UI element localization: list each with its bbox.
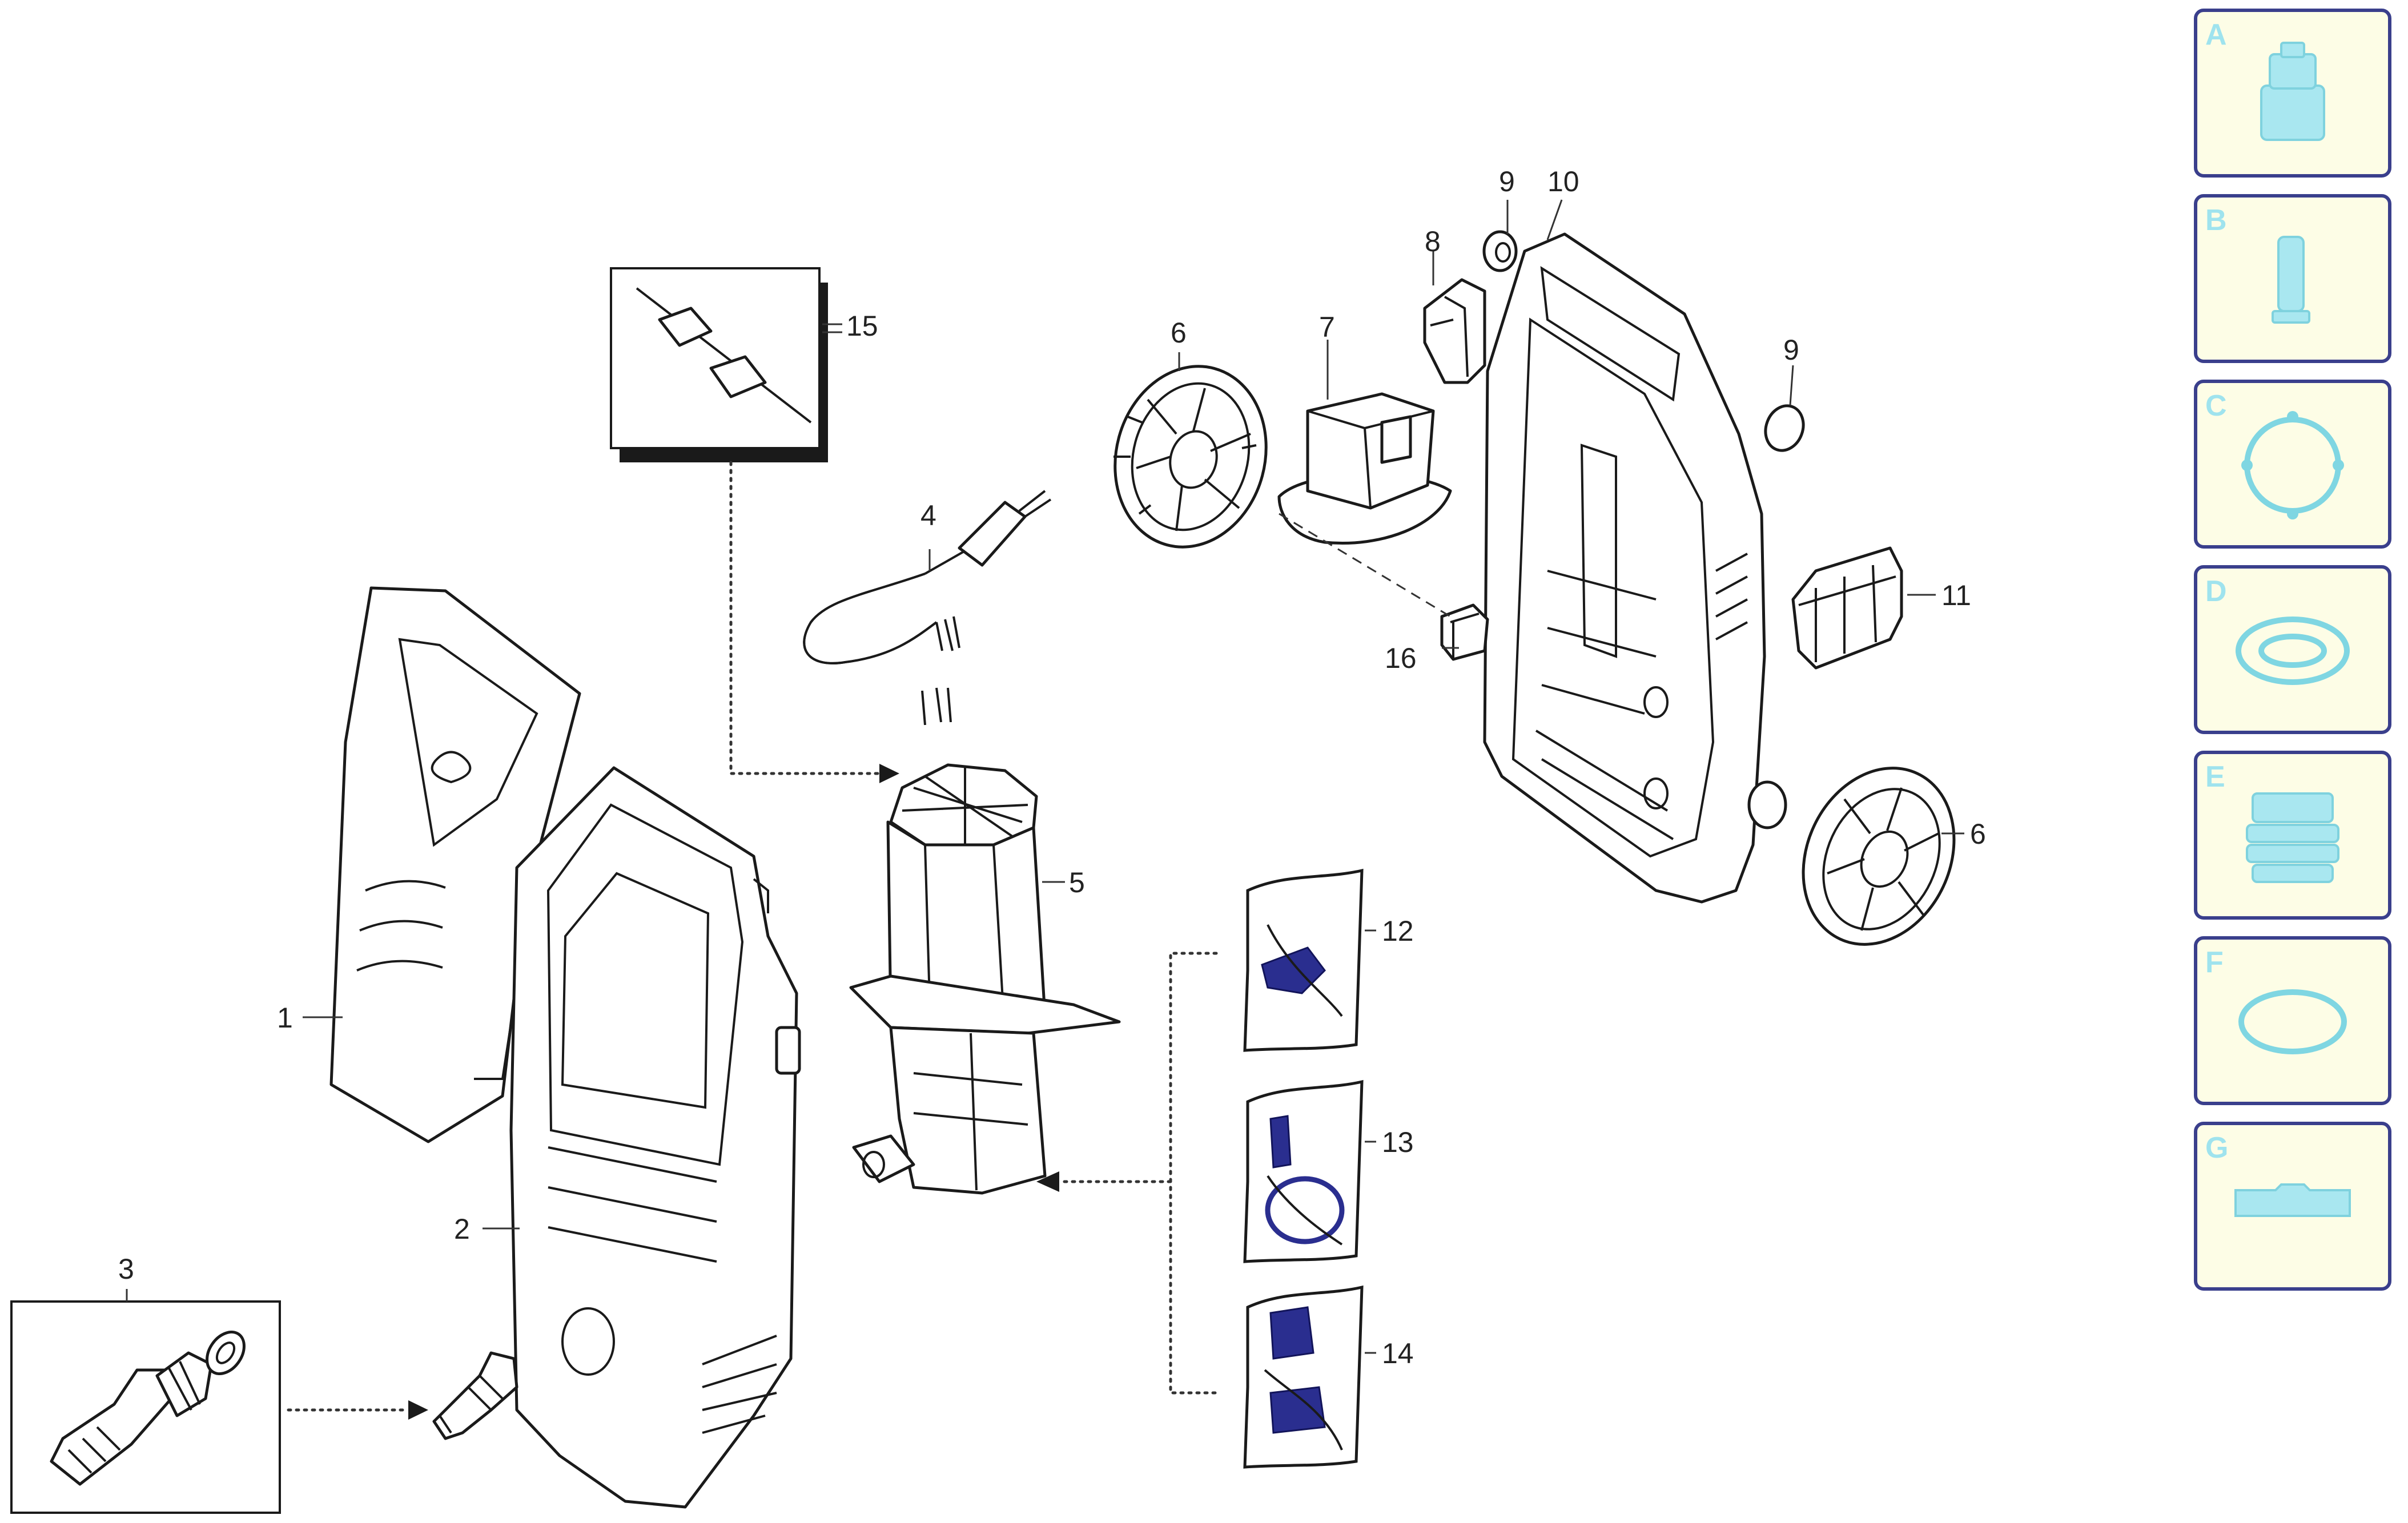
key-letter-e: E — [2205, 760, 2225, 793]
callout-6-upper: 6 — [1171, 317, 1187, 349]
nozzle-icon — [2260, 42, 2325, 141]
seal-washer-icon — [2236, 617, 2350, 685]
callout-13: 13 — [1382, 1126, 1414, 1158]
key-letter-f: F — [2205, 946, 2224, 979]
o-ring-icon — [2241, 411, 2344, 519]
key-box-a[interactable]: A — [2194, 9, 2391, 178]
callout-10: 10 — [1547, 166, 1579, 198]
part-12-kit-bag[interactable] — [1243, 868, 1364, 1052]
callout-numbers: 1 2 3 4 5 6 6 7 8 9 9 10 11 12 13 14 15 … — [118, 166, 1986, 1369]
callout-6-lower: 6 — [1970, 818, 1986, 850]
part-3-hose-connector-inset[interactable] — [10, 1300, 281, 1514]
callout-15: 15 — [846, 310, 878, 342]
callout-9-right: 9 — [1783, 334, 1799, 366]
oval-gasket-icon — [2238, 989, 2347, 1054]
part-15-carbon-brushes-inset[interactable] — [610, 267, 828, 462]
part-14-kit-bag[interactable] — [1243, 1285, 1364, 1469]
key-letter-b: B — [2205, 204, 2227, 237]
filter-cartridge-icon — [2272, 236, 2310, 324]
key-box-g[interactable]: G — [2194, 1122, 2391, 1291]
part-6-wheel-upper[interactable] — [1095, 349, 1286, 564]
key-box-b[interactable]: B — [2194, 194, 2391, 363]
part-11-spring-clip[interactable] — [1791, 546, 1903, 670]
parts-key-panel: A B C — [2194, 9, 2391, 1291]
part-1-handle-cover[interactable] — [329, 586, 581, 1143]
clip-bracket-icon — [2234, 1183, 2351, 1217]
key-letter-c: C — [2205, 389, 2227, 422]
part-9-ring-right[interactable] — [1759, 400, 1810, 456]
callout-1: 1 — [277, 1002, 293, 1034]
part-2-front-housing[interactable] — [509, 766, 801, 1509]
threaded-fitting-icon — [2246, 792, 2339, 883]
part-7-switch-box[interactable] — [1277, 392, 1452, 545]
callout-16: 16 — [1385, 642, 1417, 674]
part-10-rear-frame[interactable] — [1483, 232, 1787, 904]
callout-4: 4 — [920, 499, 936, 531]
callout-3: 3 — [118, 1253, 134, 1285]
part-6-wheel-lower[interactable] — [1775, 743, 1982, 969]
key-box-f[interactable]: F — [2194, 936, 2391, 1105]
key-box-c[interactable]: C — [2194, 380, 2391, 549]
part-8-clip-bracket[interactable] — [1423, 278, 1486, 384]
callout-9-top: 9 — [1499, 166, 1515, 198]
part-4-power-cord[interactable] — [803, 490, 1052, 726]
callout-7: 7 — [1319, 311, 1335, 343]
key-letter-d: D — [2205, 575, 2227, 608]
part-9-ring-top[interactable] — [1482, 230, 1518, 272]
callout-14: 14 — [1382, 1337, 1414, 1369]
key-letter-g: G — [2205, 1131, 2228, 1165]
callout-2: 2 — [454, 1213, 470, 1245]
part-5-motor-pump-assembly[interactable] — [849, 763, 1121, 1195]
callout-11: 11 — [1941, 579, 1971, 611]
callout-12: 12 — [1382, 915, 1414, 947]
key-box-e[interactable]: E — [2194, 751, 2391, 920]
callout-5: 5 — [1069, 867, 1085, 899]
callout-8: 8 — [1425, 225, 1441, 257]
part-13-kit-bag[interactable] — [1243, 1079, 1364, 1263]
leader-lines — [126, 199, 1964, 1420]
key-letter-a: A — [2205, 18, 2227, 51]
key-box-d[interactable]: D — [2194, 565, 2391, 734]
part-3-fitted-connector[interactable] — [432, 1351, 518, 1440]
part-16-micro-switch[interactable] — [1440, 603, 1489, 661]
